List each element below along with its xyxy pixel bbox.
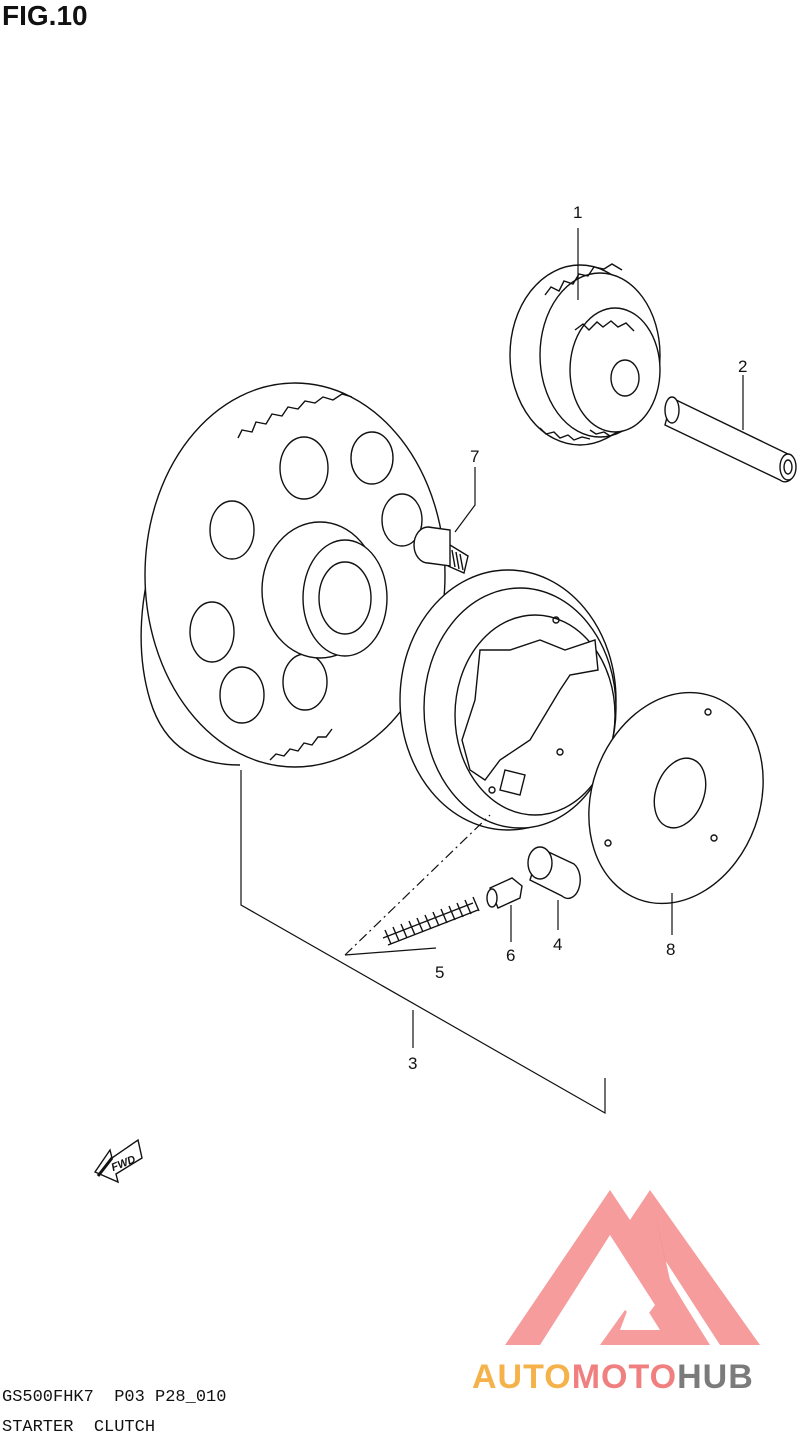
figure-title: FIG.10 <box>2 0 88 31</box>
diagram-caption: STARTER CLUTCH <box>2 1418 156 1437</box>
callout-1: 1 <box>573 203 582 222</box>
automotohub-logo <box>505 1190 760 1345</box>
callout-4: 4 <box>553 935 562 954</box>
starter-driven-gear <box>140 382 446 768</box>
callout-5: 5 <box>435 963 444 982</box>
watermark-wordmark: AUTOMOTOHUB <box>472 1358 754 1397</box>
wm-part-hub: HUB <box>677 1358 754 1396</box>
spring-part <box>382 896 480 946</box>
callout-2: 2 <box>738 357 747 376</box>
roller-part <box>527 846 581 900</box>
plunger-part <box>486 877 523 909</box>
model-code: GS500FHK7 P03 P28_010 <box>2 1388 227 1407</box>
leader-lines <box>240 228 744 1115</box>
callout-3: 3 <box>408 1054 417 1073</box>
wm-part-auto: AUTO <box>472 1358 572 1396</box>
bolt-part <box>413 526 469 574</box>
idle-gear-part <box>509 263 661 446</box>
callout-6: 6 <box>506 946 515 965</box>
washer-part <box>588 691 764 905</box>
callout-8: 8 <box>666 940 675 959</box>
clutch-body <box>399 569 617 831</box>
wm-part-moto: MOTO <box>571 1358 678 1396</box>
fwd-arrow-icon: FWD <box>93 1138 143 1184</box>
callout-7: 7 <box>470 447 479 466</box>
idle-gear-shaft <box>664 396 797 483</box>
